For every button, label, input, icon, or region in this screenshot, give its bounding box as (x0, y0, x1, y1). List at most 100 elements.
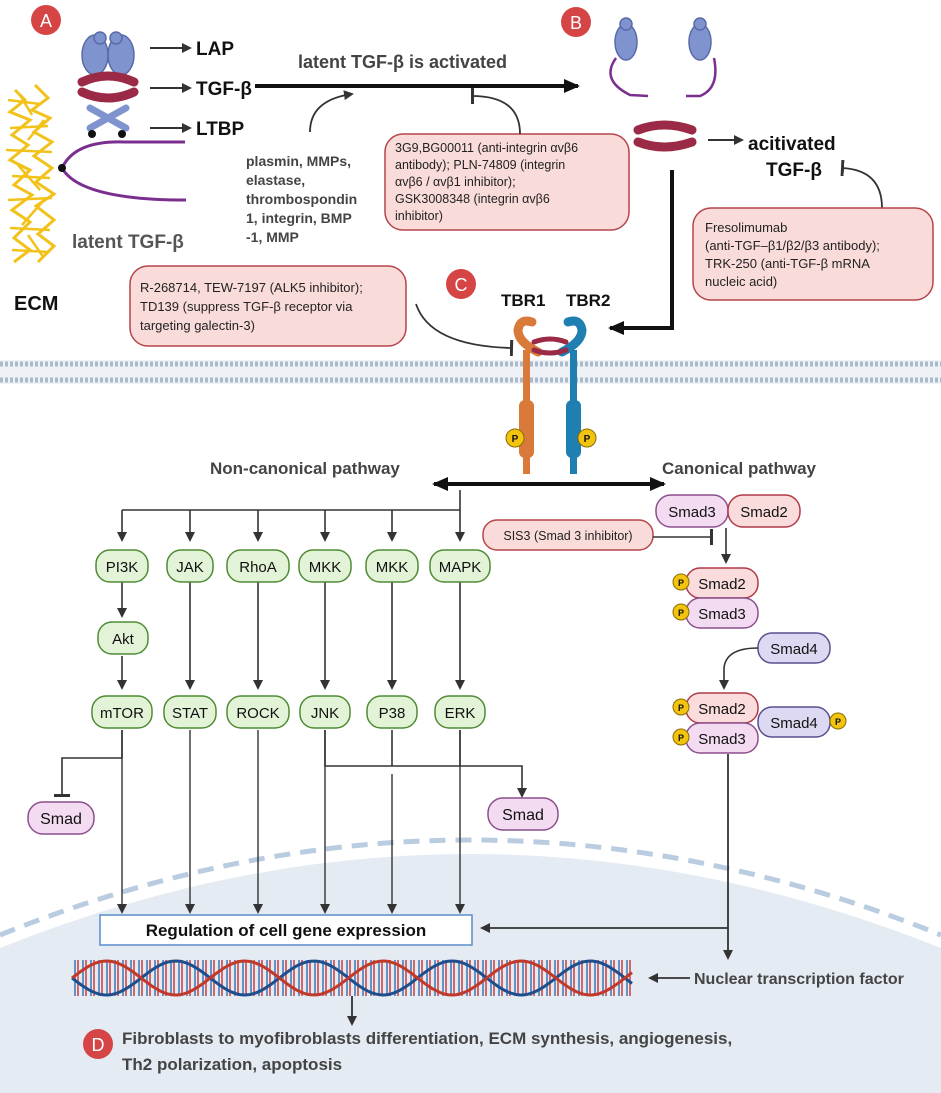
effector-node-4 (299, 695, 351, 729)
kinase-label-5: MKK (376, 559, 409, 576)
smad2-label-mid: Smad2 (698, 576, 746, 593)
phospho-label-2: P (678, 608, 684, 618)
kinase-node-6 (429, 549, 491, 583)
tbr2-label: TBR2 (566, 291, 610, 310)
smad-left-node (27, 801, 95, 835)
tgfb-label: TGF-β (196, 79, 252, 100)
panel-c-badge (446, 269, 476, 299)
kinase-node-2 (166, 549, 214, 583)
smad4-label: Smad4 (770, 641, 818, 658)
activated-label: acitivated TGF-β (748, 134, 841, 181)
phospho-smad23 (672, 567, 759, 629)
integrin-inhibition-line (470, 87, 521, 135)
akt-node (97, 621, 149, 655)
activation-label: latent TGF-β is activated (298, 52, 507, 72)
lap-label: LAP (196, 39, 234, 60)
smad2-node-top (727, 494, 801, 528)
receptor-bound-tgfb (531, 336, 569, 356)
ecm-label: ECM (14, 293, 58, 315)
smad3-label-mid: Smad3 (698, 606, 746, 623)
effector-label-5: P38 (379, 705, 406, 722)
canonical-arrow-2 (719, 647, 759, 690)
regulation-box (99, 914, 473, 946)
outcome-text: Fibroblasts to myofibroblasts differenti… (122, 1029, 737, 1074)
panel-a-badge (31, 5, 61, 35)
tgfb-inhibition-line (840, 159, 883, 209)
smad3-label-complex: Smad3 (698, 731, 746, 748)
nuclear-envelope (0, 837, 941, 938)
panel-b-label: B (570, 13, 582, 33)
phospho-tbr2 (577, 428, 597, 448)
phospho-label-5: P (835, 717, 841, 727)
effector-node-6 (434, 695, 486, 729)
smad2-label-complex: Smad2 (698, 701, 746, 718)
smad-left-label: Smad (40, 811, 82, 828)
kinase-node-3 (226, 549, 290, 583)
panel-d-badge (83, 1029, 113, 1059)
integrin-inhibitor-text: 3G9,BG00011 (anti-integrin αvβ6 antibody… (395, 141, 582, 223)
smad2-label-top: Smad2 (740, 504, 788, 521)
phospho-tbr1 (505, 428, 525, 448)
effector-node-5 (366, 695, 418, 729)
effector-label-3: ROCK (236, 705, 279, 722)
regulation-label: Regulation of cell gene expression (146, 921, 427, 940)
tbr1-label: TBR1 (501, 291, 545, 310)
sis3-inhibitor-text: SIS3 (Smad 3 inhibitor) (503, 529, 632, 543)
effector-label-1: mTOR (100, 705, 144, 722)
panel-d-label: D (92, 1035, 105, 1055)
ecm-fibers (5, 83, 57, 264)
effector-label-6: ERK (445, 705, 476, 722)
effector-label-2: STAT (172, 705, 208, 722)
to-receptor-arrow (608, 170, 674, 335)
kinase-node-5 (365, 549, 419, 583)
released-lap (609, 17, 717, 98)
kinase-label-6: MAPK (439, 559, 482, 576)
effector-node-3 (226, 695, 290, 729)
non-canonical-label: Non-canonical pathway (210, 459, 400, 478)
kinase-node-4 (298, 549, 352, 583)
phospho-tbr1-label: P (512, 434, 519, 445)
dna-helix (71, 959, 633, 997)
tbr2-receptor (557, 316, 587, 474)
kinase-node-1 (95, 549, 149, 583)
smad234-complex (672, 692, 847, 754)
activated-tgfb-dimer (633, 120, 697, 152)
nucleus-connectors (117, 730, 465, 914)
receptor-inhibitor-box (129, 265, 407, 347)
panel-c-label: C (455, 275, 468, 295)
tgfb-inhibitor-text: Fresolimumab (anti-TGF–β1/β2/β3 antibody… (705, 220, 884, 289)
smad-right-label: Smad (502, 807, 544, 824)
kinase-label-4: MKK (309, 559, 342, 576)
receptor-inhibitor-text: R-268714, TEW-7197 (ALK5 inhibitor); TD1… (140, 280, 366, 333)
sis3-inhibitor-box (482, 519, 654, 551)
effector-node-2 (163, 695, 217, 729)
kinase-label-3: RhoA (239, 559, 277, 576)
phospho-label-4: P (678, 733, 684, 743)
activators-text: plasmin, MMPs, elastase, thrombospondin … (246, 153, 361, 245)
panel-a-label: A (40, 11, 52, 31)
kinase-label-1: PI3K (106, 559, 139, 576)
latent-tgf-beta-complex (58, 31, 187, 202)
effector-node-1 (91, 695, 153, 729)
activator-arrow (309, 90, 354, 133)
non-canonical-top-nodes: PI3K JAK RhoA MKK MKK MAPK (95, 549, 491, 583)
phospho-label-1: P (678, 578, 684, 588)
phospho-tbr2-label: P (584, 434, 591, 445)
smad4-label-complex: Smad4 (770, 715, 818, 732)
smad3-label-top: Smad3 (668, 504, 716, 521)
ntf-label: Nuclear transcription factor (694, 971, 904, 988)
ltbp-label: LTBP (196, 119, 245, 140)
receptor-inhibition-line (415, 303, 514, 357)
canonical-label: Canonical pathway (662, 459, 817, 478)
cell-membrane (0, 360, 941, 384)
integrin-inhibitor-box (384, 133, 630, 231)
tgfb-inhibitor-box (692, 207, 934, 301)
akt-label: Akt (112, 631, 135, 648)
kinase-label-2: JAK (176, 559, 204, 576)
latent-tgfb-label: latent TGF-β (72, 232, 184, 253)
panel-b-badge (561, 7, 591, 37)
tbr1-receptor (513, 316, 543, 474)
smad-right-node (487, 797, 559, 831)
